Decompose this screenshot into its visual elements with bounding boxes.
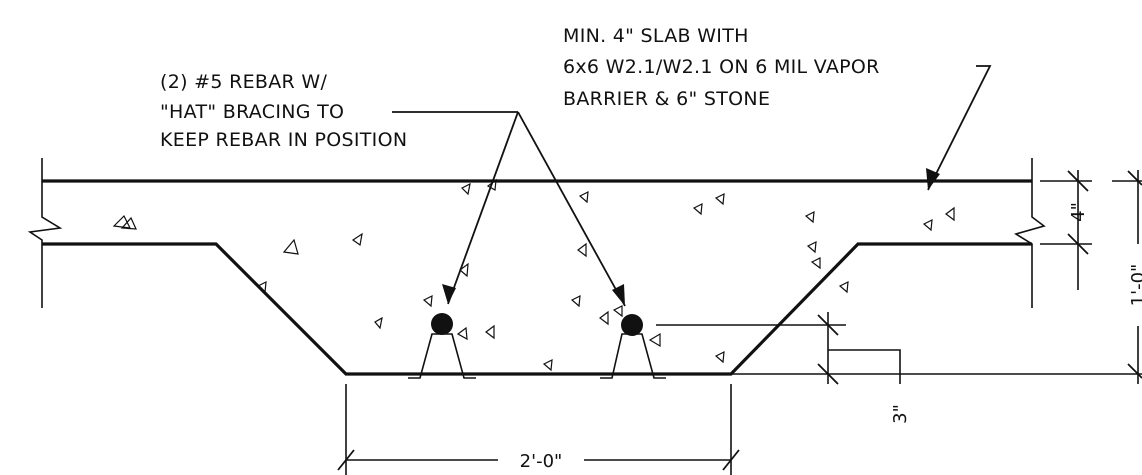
depth-tick-bottom (1127, 363, 1142, 379)
slab-thickness-label: 4" (1068, 202, 1089, 222)
rebar-left (431, 313, 453, 335)
rebar-note-line-2: "HAT" BRACING TO (160, 101, 344, 123)
hat-bracing-right (600, 333, 666, 379)
slab-note-line-1: MIN. 4" SLAB WITH (563, 25, 749, 47)
slab-note-line-3: BARRIER & 6" STONE (563, 88, 770, 110)
rebar-leader-left (447, 111, 519, 305)
cover-note-leader (828, 349, 901, 384)
width-tick-left (337, 449, 355, 471)
depth-tick-top (1127, 170, 1142, 186)
slab-thickness-tick-bottom (1067, 233, 1089, 255)
rebar-note-line-3: KEEP REBAR IN POSITION (160, 129, 407, 151)
footing-outline (42, 242, 1032, 376)
rebar-leader-right (517, 111, 626, 307)
rebar-leader-left-arrow (442, 284, 456, 304)
hat-bracing-left (408, 333, 476, 379)
rebar-note-line-1: (2) #5 REBAR W/ (160, 71, 327, 93)
cover-tick-top (817, 314, 839, 336)
slab-note-line-2: 6x6 W2.1/W2.1 ON 6 MIL VAPOR (563, 56, 880, 78)
concrete-aggregate (112, 178, 955, 372)
slab-leader (927, 65, 992, 191)
rebar-cover-label: 3" (890, 404, 911, 424)
rebar-leader-right-arrow (612, 284, 625, 306)
footing-width-label: 2'-0" (520, 451, 563, 472)
slab-thickness-tick-top (1067, 170, 1089, 192)
width-tick-right (722, 449, 740, 471)
right-break-line (1014, 158, 1046, 308)
rebar-right (621, 314, 643, 336)
left-break-line (27, 158, 63, 308)
cover-tick-bottom (817, 363, 839, 385)
slab-leader-arrow (926, 168, 940, 190)
footing-depth-label: 1'-0" (1128, 264, 1142, 307)
